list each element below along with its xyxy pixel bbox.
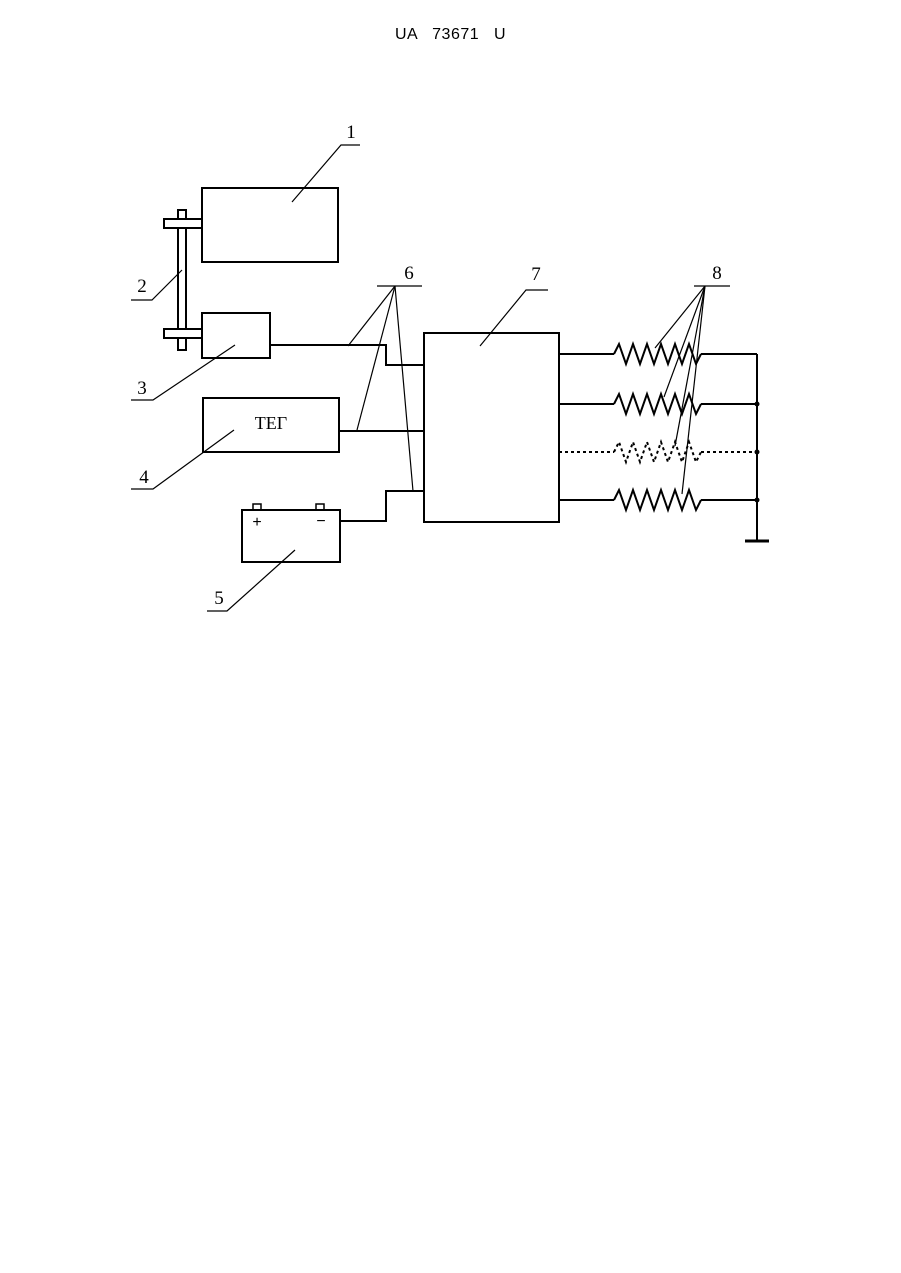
- junction-dot-1: [755, 402, 760, 407]
- leader-1: [292, 145, 360, 202]
- teg-label: ТЕГ: [255, 413, 287, 433]
- leader-7: [480, 290, 548, 346]
- block-7-controller: [424, 333, 559, 522]
- battery-plus-sign: +: [252, 514, 261, 531]
- heater-1-resistor: [614, 344, 701, 364]
- shaft-upper: [164, 219, 202, 228]
- leader-8-a: [655, 286, 705, 348]
- callout-4: 4: [139, 467, 149, 488]
- heater-4-resistor: [614, 490, 701, 510]
- block-3-generator: [202, 313, 270, 358]
- leader-6-c: [395, 286, 413, 491]
- leader-6-b: [357, 286, 395, 430]
- heater-2-resistor: [614, 394, 701, 414]
- junction-dot-2: [755, 450, 760, 455]
- callout-8: 8: [712, 263, 722, 284]
- callout-2: 2: [137, 276, 147, 297]
- shaft-lower: [164, 329, 202, 338]
- battery-minus-sign: −: [316, 513, 325, 530]
- block-1-engine: [202, 188, 338, 262]
- callout-7: 7: [531, 264, 541, 285]
- junction-dot-3: [755, 498, 760, 503]
- wire-battery: [340, 491, 424, 521]
- callout-6: 6: [404, 263, 414, 284]
- callout-5: 5: [214, 588, 224, 609]
- callout-1: 1: [346, 122, 356, 143]
- leader-6-a: [348, 286, 395, 346]
- callout-3: 3: [137, 378, 147, 399]
